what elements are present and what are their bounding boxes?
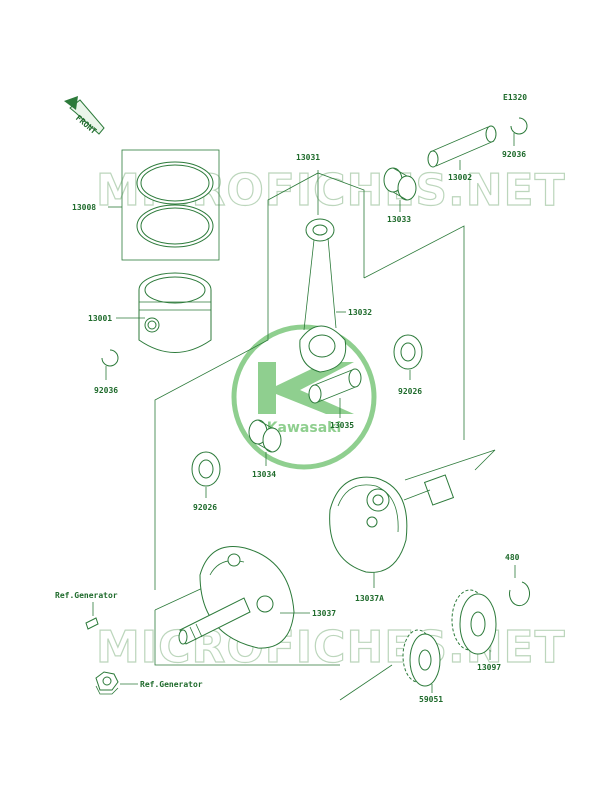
woodruff-key-part[interactable] — [85, 617, 99, 630]
kawasaki-logo-text: Kawasaki — [267, 420, 342, 436]
small-end-bearing-part[interactable] — [383, 167, 417, 201]
big-end-bearing-part[interactable] — [248, 419, 282, 453]
front-arrow-icon: FRONT — [64, 96, 105, 136]
label-92036-right: 92036 — [502, 150, 526, 159]
label-480: 480 — [505, 553, 520, 562]
label-59051: 59051 — [419, 695, 443, 704]
label-ref-generator-nut: Ref.Generator — [140, 680, 203, 689]
diagram-code: E1320 — [503, 93, 527, 102]
assembly-outline-lower — [154, 610, 340, 666]
flange-nut-part[interactable] — [95, 671, 119, 695]
gear-59051-part[interactable] — [402, 629, 441, 687]
circlip-left-part[interactable] — [101, 349, 119, 367]
label-13001: 13001 — [88, 314, 112, 323]
label-13035: 13035 — [330, 421, 354, 430]
crank-half-right-part[interactable] — [329, 474, 455, 573]
thrust-washer-right-part[interactable] — [393, 334, 423, 370]
label-13037A: 13037A — [355, 594, 384, 603]
label-13031: 13031 — [296, 153, 320, 162]
crank-axis-line — [404, 449, 496, 481]
crank-half-left-part[interactable] — [178, 546, 295, 649]
crank-pin-part[interactable] — [308, 368, 362, 404]
label-92026-right: 92026 — [398, 387, 422, 396]
circlip-480-part[interactable] — [509, 581, 530, 607]
connecting-rod-part[interactable] — [299, 218, 347, 373]
label-13032: 13032 — [348, 308, 372, 317]
assembly-outline-right — [363, 225, 465, 440]
assembly-outline-upper — [154, 172, 365, 590]
gear-leader-line — [339, 664, 393, 701]
circlip-right-part[interactable] — [510, 117, 528, 135]
gear-13097-part[interactable] — [451, 589, 497, 655]
label-92036-left: 92036 — [94, 386, 118, 395]
label-13037: 13037 — [312, 609, 336, 618]
thrust-washer-left-part[interactable] — [191, 451, 221, 487]
piston-pin-part[interactable] — [427, 125, 497, 168]
label-13097: 13097 — [477, 663, 501, 672]
label-13033: 13033 — [387, 215, 411, 224]
label-13008: 13008 — [72, 203, 96, 212]
piston-rings-part[interactable] — [121, 149, 220, 261]
label-13034: 13034 — [252, 470, 276, 479]
label-92026-left: 92026 — [193, 503, 217, 512]
piston-part[interactable] — [138, 272, 212, 353]
label-ref-generator-key: Ref.Generator — [55, 591, 118, 600]
label-13002: 13002 — [448, 173, 472, 182]
